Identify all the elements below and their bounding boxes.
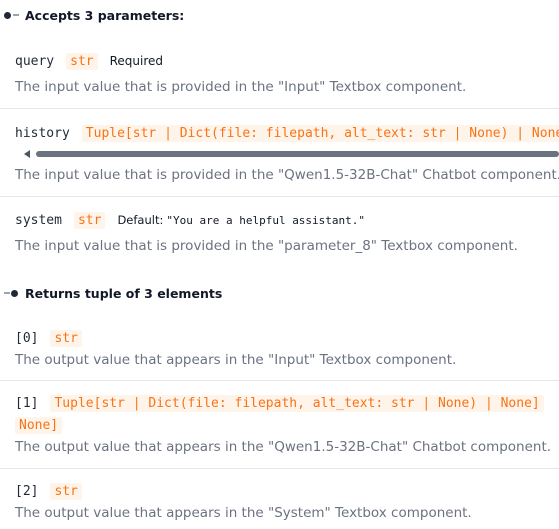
return-1: [1] Tuple[str | Dict(file: filepath, alt…	[0, 380, 559, 469]
param-description: The input value that is provided in the …	[15, 167, 559, 183]
return-index: [2]	[15, 483, 39, 499]
return-description: The output value that appears in the "Qw…	[15, 439, 552, 455]
return-type: Tuple[str | Dict(file: filepath, alt_tex…	[50, 394, 544, 412]
return-2: [2] str The output value that appears in…	[0, 468, 559, 529]
params-header: Accepts 3 parameters:	[4, 6, 184, 24]
param-name: query	[15, 53, 55, 69]
param-name: system	[15, 212, 62, 228]
returns-header-text: Returns tuple of 3 elements	[25, 285, 223, 301]
param-name: history	[15, 125, 70, 141]
return-index: [1]	[15, 395, 39, 411]
return-description: The output value that appears in the "In…	[15, 352, 457, 368]
param-type: Tuple[str | Dict(file: filepath, alt_tex…	[81, 124, 559, 142]
return-index: [0]	[15, 330, 39, 346]
return-type-continued: None]	[15, 416, 63, 434]
bullet-icon	[4, 10, 22, 20]
returns-header: Returns tuple of 3 elements	[4, 284, 222, 302]
scrollbar-thumb[interactable]	[36, 151, 559, 157]
param-history: history Tuple[str | Dict(file: filepath,…	[0, 108, 559, 197]
default-label: Default:	[117, 213, 164, 227]
params-header-text: Accepts 3 parameters:	[25, 7, 185, 23]
param-type: str	[73, 211, 106, 229]
bullet-icon	[4, 288, 22, 298]
param-query: query str Required The input value that …	[0, 38, 559, 109]
param-description: The input value that is provided in the …	[15, 238, 518, 254]
return-type: str	[50, 329, 82, 347]
param-type: str	[66, 52, 98, 70]
required-label: Required	[109, 54, 164, 68]
return-description: The output value that appears in the "Sy…	[15, 505, 472, 521]
scroll-left-arrow-icon[interactable]	[24, 150, 30, 158]
return-type: str	[50, 482, 82, 500]
horizontal-scrollbar[interactable]	[24, 150, 559, 158]
return-0: [0] str The output value that appears in…	[0, 318, 559, 381]
param-system: system str Default: "You are a helpful a…	[0, 196, 559, 266]
param-description: The input value that is provided in the …	[15, 79, 467, 95]
default-value: "You are a helpful assistant."	[166, 213, 366, 227]
